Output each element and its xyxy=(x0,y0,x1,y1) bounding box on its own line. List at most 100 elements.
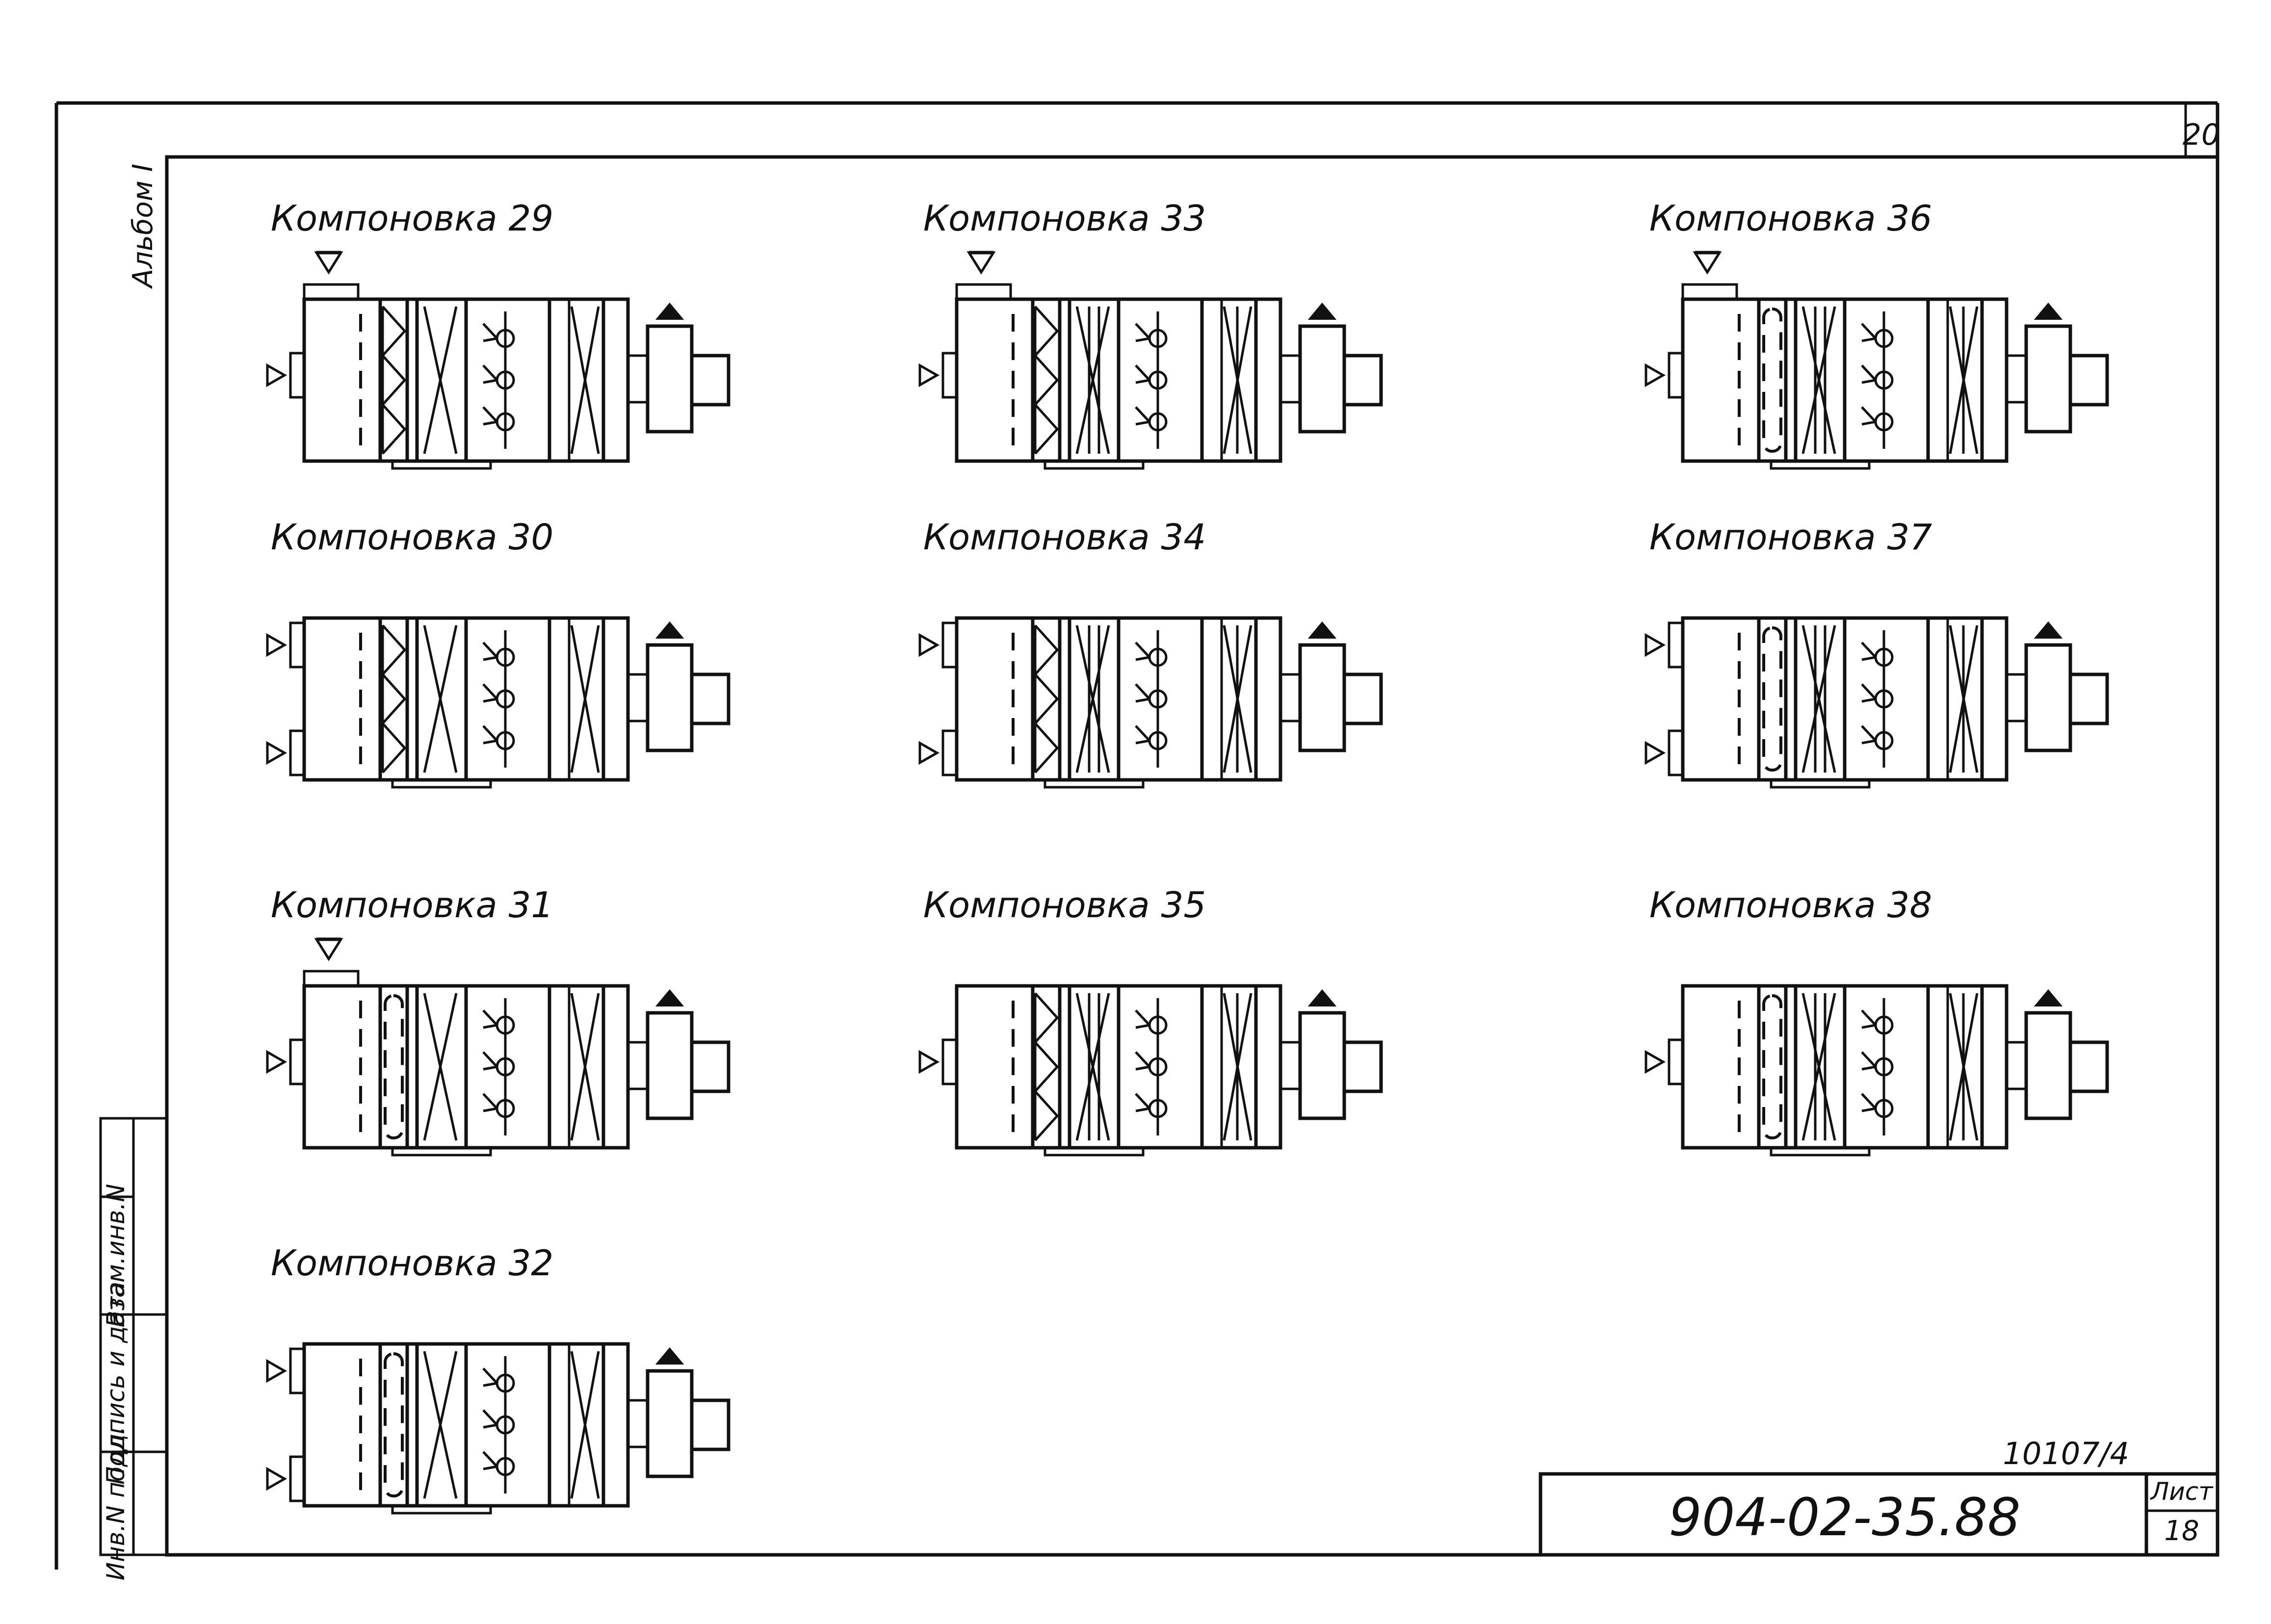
outdoor-air-arrow-icon xyxy=(1645,1050,1666,1074)
spray-line xyxy=(1135,642,1150,658)
roll-filter-icon xyxy=(1762,308,1782,453)
spray-line xyxy=(1861,323,1877,339)
spray-line xyxy=(482,323,498,339)
return-air-arrow-icon xyxy=(1645,741,1666,765)
return-air-arrow-icon xyxy=(918,741,940,765)
heater-coil-icon xyxy=(1801,625,1836,773)
heater-coil-icon xyxy=(1075,306,1110,454)
heater-coil-icon xyxy=(1075,993,1110,1141)
inlet-damper xyxy=(1668,1038,1684,1085)
outdoor-air-arrow-icon xyxy=(918,363,940,387)
spray-line xyxy=(1135,725,1150,742)
inlet-damper xyxy=(289,729,306,776)
fan-housing xyxy=(2024,324,2072,434)
spray-line xyxy=(483,1465,497,1470)
layout-8: Компоновка 35 xyxy=(918,884,1383,1157)
spray-line xyxy=(483,739,497,745)
layout-caption: Компоновка 35 xyxy=(923,884,1206,926)
spray-line xyxy=(1135,337,1150,342)
fan-housing xyxy=(1298,643,1346,752)
drain-pan xyxy=(1044,778,1145,789)
spray-line xyxy=(1135,1093,1150,1109)
top-intake-arrow-icon xyxy=(966,251,996,275)
heater-coil-icon xyxy=(423,306,458,454)
spray-line xyxy=(482,1367,498,1384)
fan-housing xyxy=(646,1369,694,1478)
spray-line xyxy=(1861,1009,1877,1026)
supply-air-arrow-icon xyxy=(1307,989,1337,1006)
top-intake-damper xyxy=(955,283,1012,301)
flex-connector xyxy=(626,673,649,722)
sheet-label: Лист xyxy=(2150,1477,2214,1506)
inlet-damper xyxy=(289,1455,306,1502)
roll-filter-icon xyxy=(1762,994,1782,1139)
layout-caption: Компоновка 31 xyxy=(271,884,553,926)
spray-line xyxy=(483,697,497,703)
top-intake-arrow-icon xyxy=(314,938,343,961)
spray-line xyxy=(1135,379,1150,384)
drain-pan xyxy=(391,778,492,789)
spray-line xyxy=(1135,656,1150,661)
spray-line xyxy=(482,642,498,658)
top-intake-damper xyxy=(303,970,360,987)
cooler-coil-icon xyxy=(570,1351,600,1499)
spray-line xyxy=(1135,739,1150,745)
spray-line xyxy=(1135,1009,1150,1026)
spray-line xyxy=(482,725,498,742)
supply-air-arrow-icon xyxy=(655,1347,684,1365)
layout-10: Компоновка 32 xyxy=(266,1242,731,1515)
inventory-number: 10107/4 xyxy=(2003,1436,2129,1471)
drain-pan xyxy=(1770,1146,1871,1157)
spray-line xyxy=(1135,420,1150,426)
top-intake-arrow-icon xyxy=(1693,251,1722,275)
spray-line xyxy=(1861,656,1876,661)
top-intake-damper xyxy=(1681,283,1738,301)
flex-connector xyxy=(1279,1041,1302,1090)
pocket-filter-icon xyxy=(1033,992,1059,1141)
spray-line xyxy=(1861,1051,1877,1068)
heater-coil-icon xyxy=(423,993,458,1141)
spray-line xyxy=(482,1051,498,1068)
inlet-damper xyxy=(289,621,306,669)
fan-outlet xyxy=(2068,354,2109,407)
inlet-damper xyxy=(1668,729,1684,776)
pocket-filter-icon xyxy=(381,306,407,455)
inlet-damper xyxy=(289,1038,306,1085)
supply-air-arrow-icon xyxy=(1307,621,1337,639)
fan-housing xyxy=(646,324,694,434)
fan-housing xyxy=(646,643,694,752)
drain-pan xyxy=(391,1146,492,1157)
flex-connector xyxy=(626,1399,649,1448)
drain-pan xyxy=(391,1504,492,1515)
drain-pan xyxy=(1770,460,1871,470)
spray-line xyxy=(1135,323,1150,339)
spray-line xyxy=(1135,364,1150,381)
drain-pan xyxy=(391,460,492,470)
page-number: 20 xyxy=(2183,118,2220,152)
outdoor-air-arrow-icon xyxy=(266,1359,287,1383)
inlet-damper xyxy=(941,1038,958,1085)
fan-housing xyxy=(1298,324,1346,434)
spray-line xyxy=(1861,379,1876,384)
spray-line xyxy=(483,1382,497,1387)
fan-outlet xyxy=(1342,354,1383,407)
spray-line xyxy=(482,406,498,423)
layout-2: Компоновка 33 xyxy=(918,198,1383,470)
outdoor-air-arrow-icon xyxy=(1645,363,1666,387)
cooler-coil-icon xyxy=(570,306,600,454)
heater-coil-icon xyxy=(1801,993,1836,1141)
heater-coil-icon xyxy=(1075,625,1110,773)
layout-caption: Компоновка 37 xyxy=(1649,516,1932,558)
spray-line xyxy=(483,1107,497,1112)
layout-caption: Компоновка 32 xyxy=(271,1242,553,1284)
spray-line xyxy=(1135,1024,1150,1029)
fan-outlet xyxy=(690,1398,731,1451)
inlet-damper xyxy=(941,621,958,669)
layout-caption: Компоновка 33 xyxy=(923,198,1206,239)
spray-line xyxy=(1861,406,1877,423)
spray-line xyxy=(482,1093,498,1109)
cooler-coil-icon xyxy=(570,625,600,773)
spray-line xyxy=(482,683,498,700)
